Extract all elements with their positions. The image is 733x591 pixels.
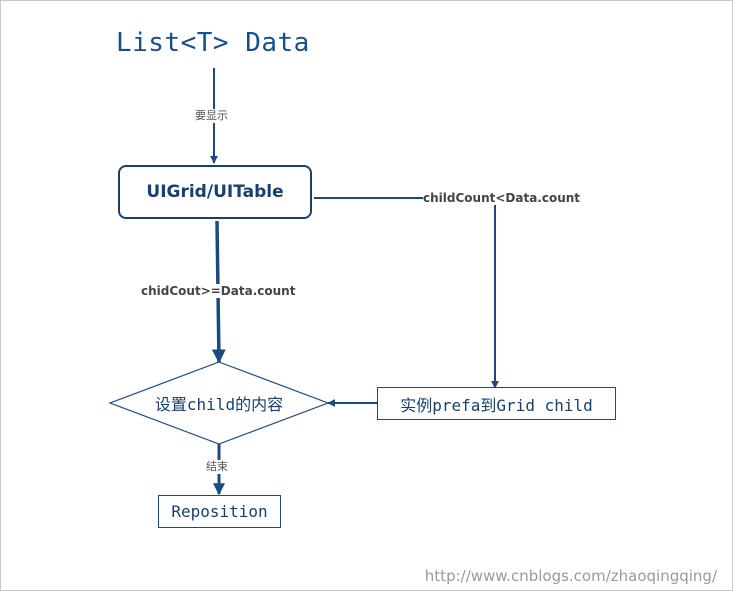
edge-label-child-ge: chidCout>=Data.count — [141, 284, 296, 298]
node-set-child-content: 设置child的内容 — [154, 395, 284, 414]
edge-label-to-display: 要显示 — [195, 109, 228, 123]
edge-grid-to-instantiate — [314, 197, 499, 389]
edge-label-end: 结束 — [206, 460, 228, 474]
edge-label-child-less: childCount<Data.count — [423, 191, 581, 205]
node-uigrid-uitable: UIGrid/UITable — [118, 165, 312, 219]
node-reposition: Reposition — [158, 495, 281, 528]
node-instantiate-prefab: 实例prefa到Grid child — [377, 387, 616, 420]
watermark-url: http://www.cnblogs.com/zhaoqingqing/ — [424, 567, 717, 585]
diagram-title: List<T> Data — [116, 28, 310, 58]
decision-diamond — [108, 361, 330, 445]
